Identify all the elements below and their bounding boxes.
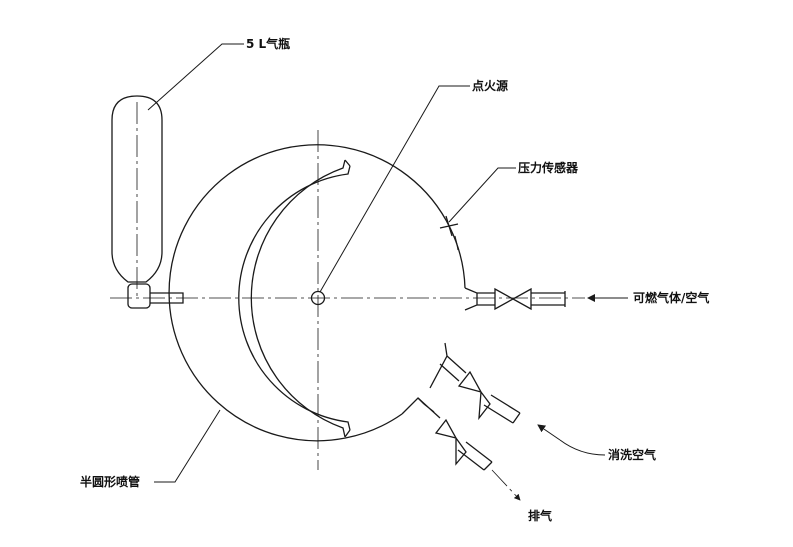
purge-air-label: 消洗空气	[608, 447, 656, 462]
spray-tube-outer	[250, 159, 346, 438]
spray-tube-cap-top	[344, 159, 351, 167]
spray-tube-leader	[154, 409, 221, 483]
exhaust-arrow	[491, 469, 521, 501]
cylinder-leader	[147, 43, 244, 111]
cylinder-valve	[127, 283, 151, 309]
ignition-leader	[319, 85, 470, 293]
inlet-pipe-end	[531, 291, 566, 307]
exhaust-label: 排气	[528, 508, 552, 523]
pressure-sensor-label: 压力传感器	[518, 160, 579, 175]
ignition-source-label: 点火源	[472, 78, 508, 93]
inlet-valve-icon	[494, 287, 532, 311]
purge-leader	[559, 439, 606, 456]
purge-pipe-end	[483, 394, 521, 424]
purge-valve-icon	[457, 370, 491, 421]
vessel-inner-shell	[454, 235, 459, 251]
inlet-nozzle	[464, 287, 478, 311]
purge-pipe	[439, 355, 467, 382]
spray-tube-label: 半圆形喷管	[80, 474, 140, 489]
exhaust-nozzle-stub	[429, 342, 448, 389]
spray-tube-inner	[238, 165, 351, 431]
cylinder-feed-pipe	[150, 292, 184, 304]
exhaust-pipe-end	[457, 441, 493, 471]
spray-tube-cap-bottom	[344, 429, 351, 438]
pressure-sensor-icon	[439, 215, 459, 237]
sensor-leader	[448, 167, 516, 223]
exhaust-valve-icon	[434, 418, 467, 466]
cylinder-label: 5 L气瓶	[246, 36, 290, 51]
exhaust-pipe	[417, 397, 441, 419]
gas-cylinder	[111, 95, 163, 283]
ignition-source-icon	[310, 290, 326, 306]
gas-inlet-label: 可燃气体/空气	[633, 290, 709, 305]
purge-arrow	[537, 424, 561, 441]
vessel-shell	[168, 144, 466, 442]
